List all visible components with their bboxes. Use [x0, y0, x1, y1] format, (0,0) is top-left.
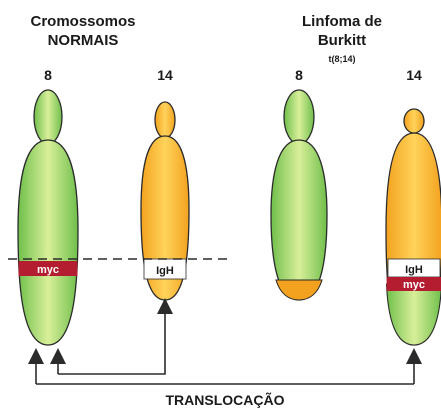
- inner-bracket-line: [58, 336, 166, 375]
- header-right-line1: Linfoma de: [302, 13, 382, 30]
- burkitt-chromosome-14: IgH myc: [385, 108, 441, 346]
- header-right-subtitle: t(8;14): [328, 54, 355, 64]
- burkitt-14-myc-label: myc: [403, 279, 425, 291]
- burkitt-14-igh-label: IgH: [405, 264, 423, 276]
- burkitt-14-number: 14: [406, 67, 422, 83]
- translocation-label: TRANSLOCAÇÃO: [166, 391, 285, 408]
- header-left-line2: NORMAIS: [48, 32, 119, 49]
- normal-8-myc-label: myc: [37, 264, 59, 276]
- header-left: Cromossomos NORMAIS: [30, 13, 135, 49]
- header-right: Linfoma de Burkitt t(8;14): [302, 13, 382, 64]
- normal-chromosome-8: myc: [17, 89, 79, 346]
- translocated-orange-tip: [275, 279, 323, 301]
- normal-14-igh-label: IgH: [156, 265, 174, 277]
- burkitt-chromosome-8: [270, 89, 328, 301]
- myc-band: [18, 261, 78, 276]
- burkitt-8-number: 8: [295, 67, 303, 83]
- normal-14-number: 14: [157, 67, 173, 83]
- translocation-arrows: [28, 298, 422, 385]
- header-left-line1: Cromossomos: [30, 13, 135, 30]
- header-right-line2: Burkitt: [318, 32, 366, 49]
- translocated-green-segment: [385, 283, 441, 346]
- burkitt-myc-band: [386, 277, 441, 291]
- normal-8-number: 8: [44, 67, 52, 83]
- normal-chromosome-14: IgH: [140, 101, 190, 301]
